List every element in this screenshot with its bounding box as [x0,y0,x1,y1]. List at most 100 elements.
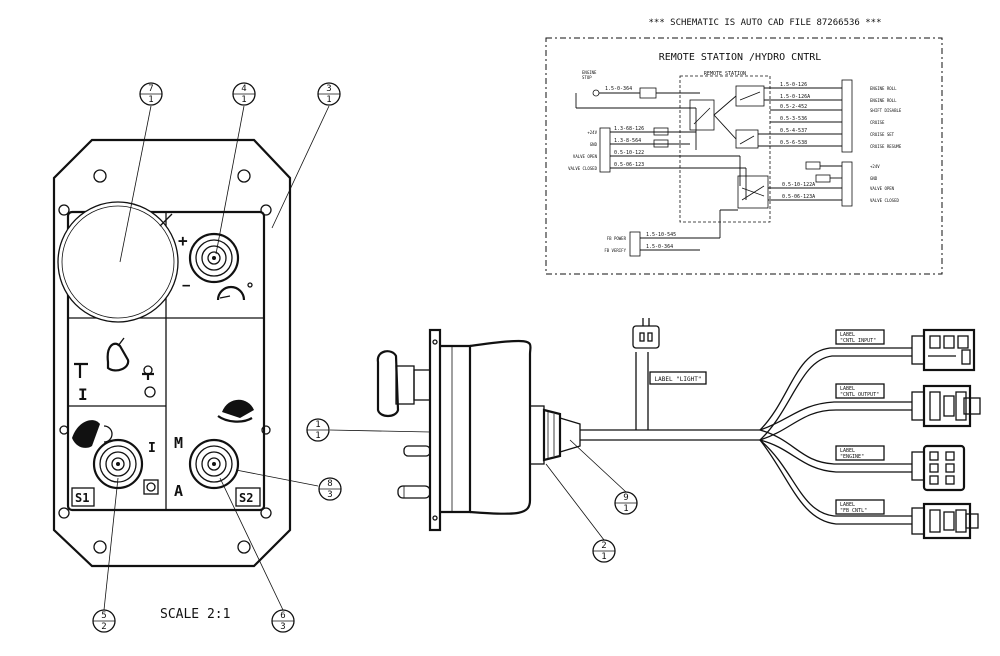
svg-text:1: 1 [315,431,320,441]
s1-label: S1 [75,491,89,505]
callout-4-1: 4 1 [232,82,256,106]
svg-text:1.5-10-545: 1.5-10-545 [646,232,676,238]
s1-knob[interactable] [92,438,144,490]
svg-text:5: 5 [101,611,106,621]
engine-connector [911,444,966,492]
gauge-face [57,201,179,323]
s2-knob[interactable] [188,438,240,490]
svg-text:CRUISE: CRUISE [870,120,885,125]
m-label: M [174,434,183,452]
svg-text:2: 2 [601,541,606,551]
svg-text:FB POWER: FB POWER [607,236,627,241]
i-label-top: I [78,385,88,404]
svg-text:"FB CNTL": "FB CNTL" [840,508,867,514]
plus-label: + [178,231,188,250]
side-view [376,328,581,532]
svg-text:GND: GND [870,176,878,181]
callout-6-3: 6 3 [271,609,295,633]
svg-text:1.3-8-564: 1.3-8-564 [614,138,641,144]
svg-text:0.5-10-122: 0.5-10-122 [614,150,644,156]
svg-text:3: 3 [327,490,332,500]
svg-text:LABEL: LABEL [840,386,855,392]
svg-text:CRUISE SET: CRUISE SET [870,132,895,137]
svg-text:0.5-2-452: 0.5-2-452 [780,104,807,110]
svg-text:0.5-6-538: 0.5-6-538 [780,140,807,146]
scale-label: SCALE 2:1 [160,607,230,622]
svg-text:VALVE OPEN: VALVE OPEN [870,186,895,191]
schematic-title: REMOTE STATION /HYDRO CNTRL [659,52,822,63]
svg-text:6: 6 [280,611,285,621]
callout-1-1: 1 1 [306,418,330,442]
svg-text:ENGINE ROLL: ENGINE ROLL [870,98,897,103]
indicator-lamp [144,386,156,398]
svg-text:1: 1 [241,95,246,105]
callout-9-1: 9 1 [614,491,638,515]
bottom-connector: FB POWER FB VERIFY 1.5-10-545 1.5-0-364 [604,209,738,257]
svg-text:GND: GND [590,142,598,147]
svg-text:ENGINE: ENGINE [582,70,597,75]
svg-text:0.5-10-122A: 0.5-10-122A [782,182,815,188]
right-connector-top: 1.5-0-126 1.5-0-126A 0.5-2-452 0.5-3-536… [758,79,902,153]
svg-text:LABEL: LABEL [840,448,855,454]
svg-text:STOP: STOP [582,75,592,80]
svg-text:1.5-0-364: 1.5-0-364 [646,244,673,250]
minus-label: − [182,278,190,294]
callout-5-2: 5 2 [92,609,116,633]
svg-text:4: 4 [241,84,246,94]
svg-text:"ENGINE": "ENGINE" [840,454,864,460]
mount-hole-tl [93,169,107,183]
svg-text:1.3-68-126: 1.3-68-126 [614,126,644,132]
svg-text:1: 1 [623,504,628,514]
svg-text:CRUISE RESUME: CRUISE RESUME [870,144,902,149]
svg-text:3: 3 [280,622,285,632]
svg-text:2: 2 [101,622,106,632]
svg-text:VALVE CLOSED: VALVE CLOSED [568,166,597,171]
horn-icon [72,420,113,448]
light-label: LABEL "LIGHT" [655,376,702,383]
callout-3-1: 3 1 [317,82,341,106]
svg-text:1.5-0-126A: 1.5-0-126A [780,94,810,100]
lamp-switch-icon [74,337,154,380]
svg-text:8: 8 [327,479,332,489]
cntl-input-connector [911,328,976,372]
svg-text:7: 7 [148,84,153,94]
mount-hole-bl [93,540,107,554]
cruise-icon [217,399,254,423]
right-connector-bottom: 0.5-10-122A 0.5-06-123A +24V GND VALVE O… [768,161,899,207]
svg-text:LABEL: LABEL [840,502,855,508]
svg-text:SHIFT DISABLE: SHIFT DISABLE [870,108,902,113]
cntl-output-connector [911,384,981,428]
throttle-knob[interactable] [188,232,240,284]
mount-hole-br [237,540,251,554]
svg-text:1: 1 [148,95,153,105]
svg-text:1: 1 [315,420,320,430]
svg-text:0.5-3-536: 0.5-3-536 [780,116,807,122]
svg-text:0.5-4-537: 0.5-4-537 [780,128,807,134]
a-label: A [174,482,183,500]
fb-cntl-connector [911,502,979,540]
svg-text:+24V: +24V [870,164,880,169]
svg-text:"CNTL INPUT": "CNTL INPUT" [840,338,876,344]
svg-text:VALVE CLOSED: VALVE CLOSED [870,198,899,203]
svg-text:VALVE OPEN: VALVE OPEN [573,154,598,159]
svg-text:"CNTL OUTPUT": "CNTL OUTPUT" [840,392,879,398]
svg-text:LABEL: LABEL [840,332,855,338]
svg-text:1: 1 [326,95,331,105]
svg-text:0.5-06-123: 0.5-06-123 [614,162,644,168]
schematic-box: REMOTE STATION /HYDRO CNTRL REMOTE STATI… [545,37,943,275]
svg-text:9: 9 [623,493,628,503]
svg-text:3: 3 [326,84,331,94]
svg-text:0.5-06-123A: 0.5-06-123A [782,194,815,200]
svg-text:1: 1 [601,552,606,562]
wire-harness: LABEL "LIGHT" LABEL "CNTL INPUT" LABEL "… [580,318,981,540]
station-label: REMOTE STATION [704,71,746,77]
schematic-note: *** SCHEMATIC IS AUTO CAD FILE 87266536 … [649,18,882,28]
i-label-bottom: I [148,441,156,456]
speedometer-icon [216,282,253,301]
leader-lines [103,105,627,611]
svg-text:+24V: +24V [587,130,597,135]
callout-7-1: 7 1 [139,82,163,106]
callout-8-3: 8 3 [318,477,342,501]
mount-hole-tr [237,169,251,183]
